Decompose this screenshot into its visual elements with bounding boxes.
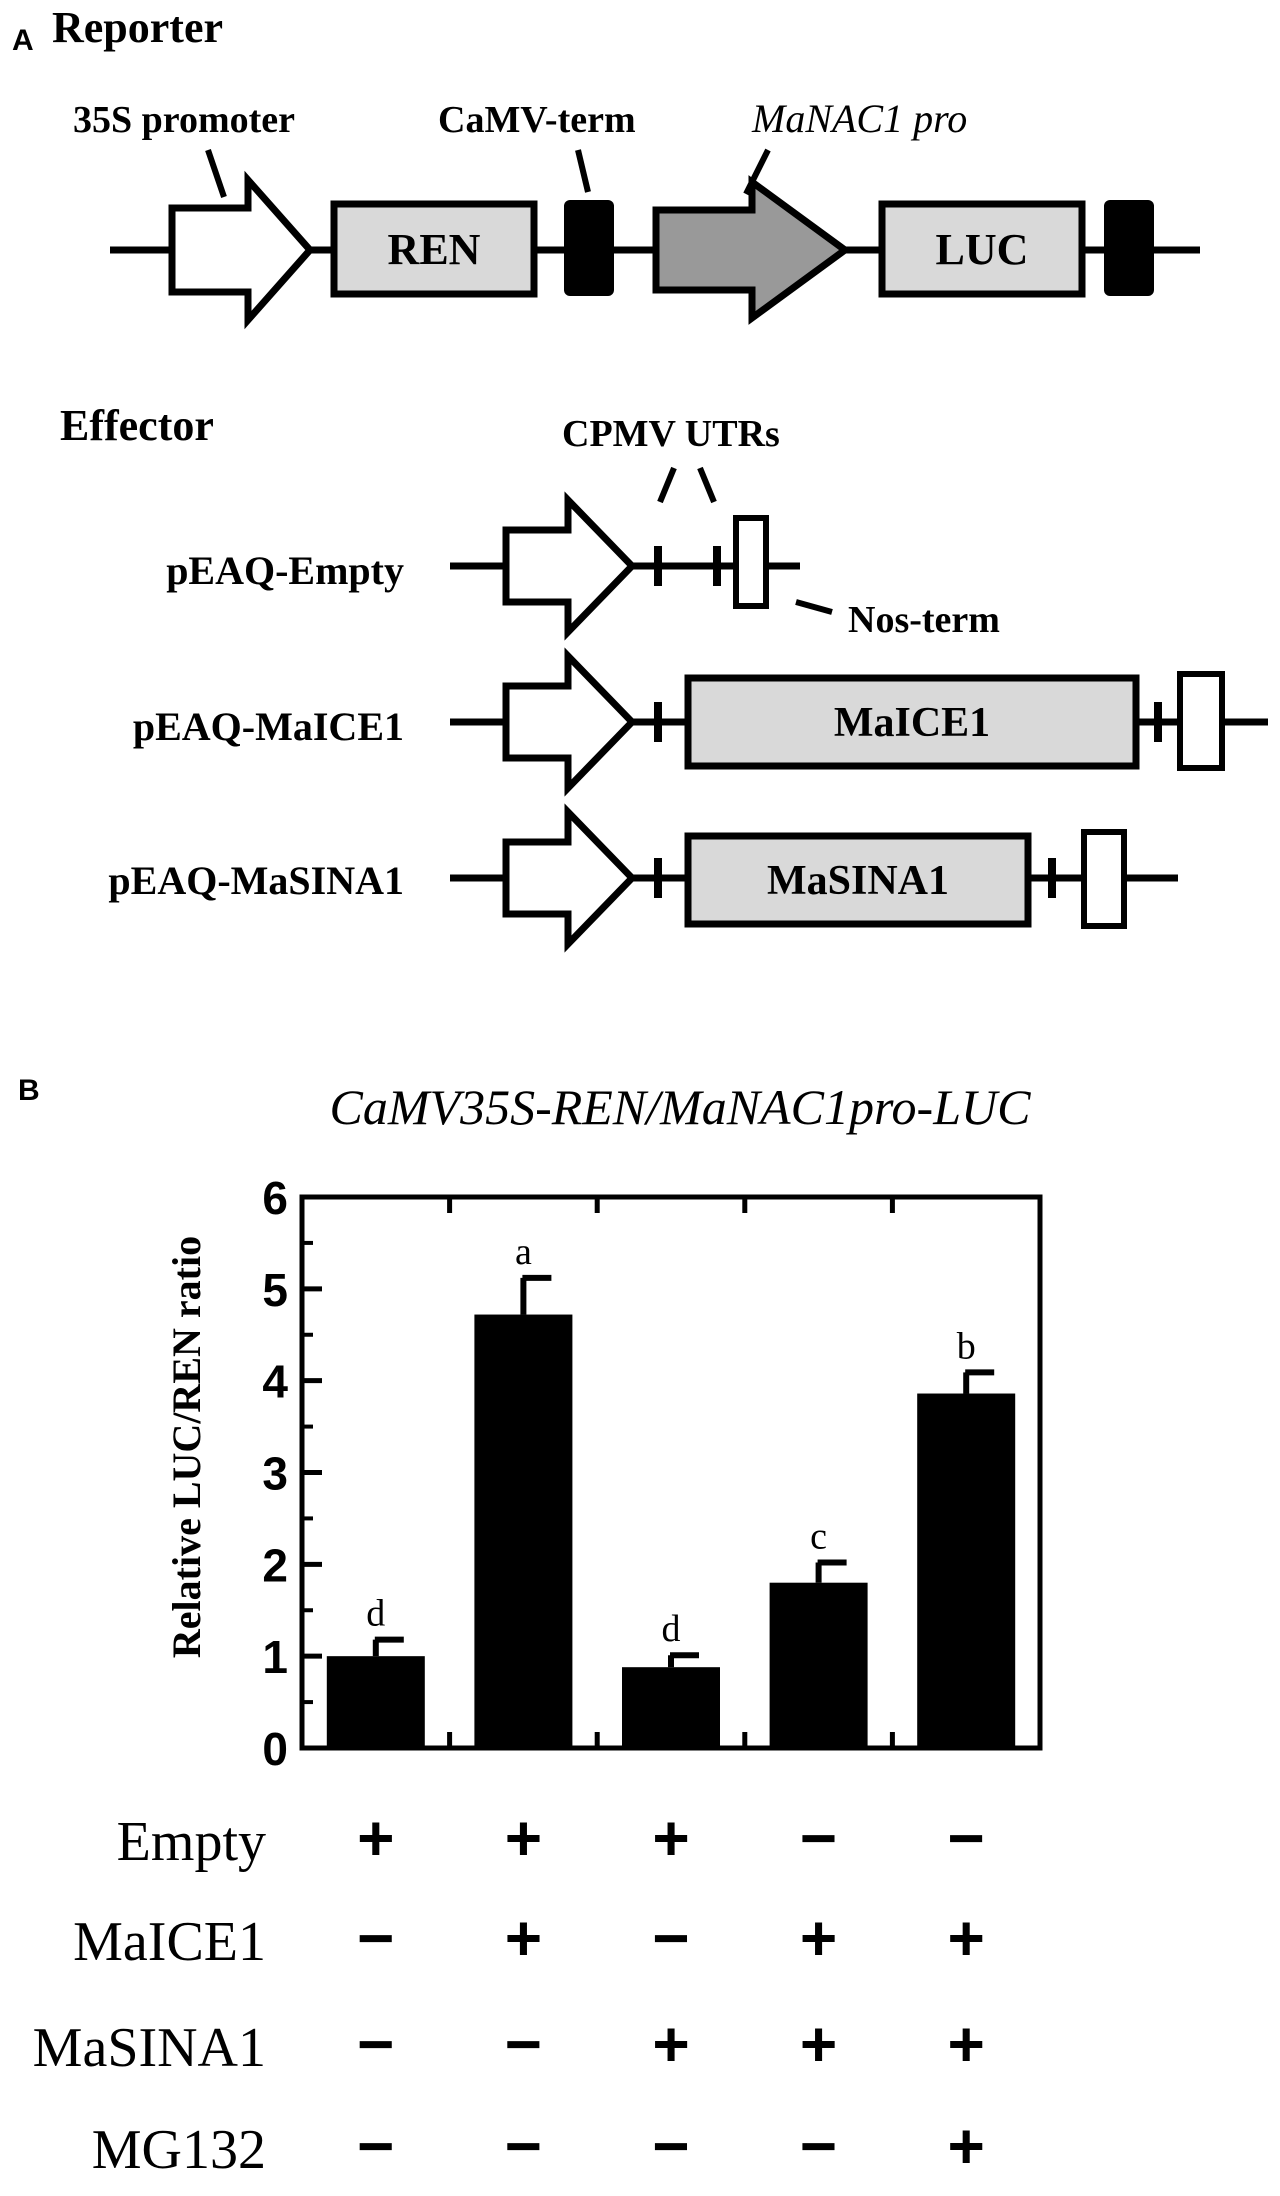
y-tick-label: 2 (262, 1539, 288, 1591)
treatment-table: Empty + + + − − MaICE1 − + − + + MaSINA1 − − + + + MG132 − −… (33, 1802, 985, 2182)
plus-sign: + (357, 1802, 394, 1874)
promoter-arrow (502, 647, 637, 797)
manac1-pro-arrow (652, 175, 851, 325)
y-tick-label: 4 (262, 1356, 288, 1408)
bar-4 (769, 1582, 868, 1748)
y-axis-label: Relative LUC/REN ratio (164, 1236, 209, 1658)
significance-letter: b (957, 1325, 976, 1367)
promoter-arrow (502, 803, 637, 953)
nos-term-box (1177, 671, 1225, 771)
treatment-label: Empty (117, 1811, 266, 1873)
promoter-35s-arrow (168, 170, 315, 330)
significance-letter: d (366, 1593, 385, 1635)
promoter-leader (205, 149, 227, 198)
treatment-label: MaSINA1 (33, 2017, 266, 2079)
masina1-gene-box (684, 832, 1032, 928)
panel-a-letter: A (12, 24, 34, 57)
plus-sign: + (800, 2008, 837, 2080)
promoter-arrow (502, 491, 637, 641)
minus-sign: − (357, 1902, 394, 1974)
luc-label: LUC (936, 225, 1029, 274)
manac1-pro-leader (743, 148, 771, 196)
luc-box (878, 200, 1086, 298)
y-tick-label: 6 (262, 1172, 288, 1224)
ren-box (330, 200, 538, 298)
panel-b-letter: B (18, 1074, 40, 1107)
construct-label-empty: pEAQ-Empty (166, 548, 404, 593)
minus-sign: − (948, 1802, 985, 1874)
reporter-title: Reporter (52, 3, 223, 52)
minus-sign: − (652, 2110, 689, 2182)
effector-masina1: pEAQ-MaSINA1 MaSINA1 (108, 803, 1178, 953)
bar-chart: d a d c b 0 1 2 3 4 5 6 (262, 1172, 1043, 1775)
minus-sign: − (800, 1802, 837, 1874)
nos-term-leader (795, 599, 833, 615)
construct-label-masina1: pEAQ-MaSINA1 (108, 858, 404, 903)
ren-label: REN (388, 225, 481, 274)
plus-sign: + (652, 1802, 689, 1874)
significance-letter: a (515, 1231, 532, 1273)
plus-sign: + (505, 1902, 542, 1974)
camv-term-label: CaMV-term (438, 99, 636, 141)
plus-sign: + (652, 2008, 689, 2080)
reporter-construct: REN LUC 35S promoter CaMV-term MaNAC1 pr… (73, 96, 1200, 330)
minus-sign: − (357, 2008, 394, 2080)
bar-1 (326, 1656, 425, 1748)
plus-sign: + (948, 2008, 985, 2080)
effector-empty: pEAQ-Empty Nos-term (166, 466, 1000, 641)
minus-sign: − (652, 1902, 689, 1974)
camv-term-block (564, 200, 614, 296)
effector-maice1: pEAQ-MaICE1 MaICE1 (133, 647, 1268, 797)
y-tick-label: 3 (262, 1448, 288, 1500)
maice1-gene-box (684, 674, 1140, 770)
bar-3 (622, 1667, 720, 1748)
y-tick-label: 0 (262, 1723, 288, 1775)
treatment-label: MaICE1 (73, 1911, 266, 1973)
terminator-block (1104, 200, 1154, 296)
treatment-label: MG132 (92, 2119, 266, 2181)
plus-sign: + (800, 1902, 837, 1974)
manac1-pro-label: MaNAC1 pro (751, 96, 967, 141)
bar-5 (917, 1393, 1016, 1748)
minus-sign: − (357, 2110, 394, 2182)
camv-term-leader (575, 149, 591, 193)
plus-sign: + (505, 1802, 542, 1874)
minus-sign: − (505, 2110, 542, 2182)
effector-title: Effector (60, 401, 214, 450)
cpmv-utrs-label: CPMV UTRs (562, 413, 780, 455)
plus-sign: + (948, 1902, 985, 1974)
utr-leader (697, 466, 717, 504)
minus-sign: − (505, 2008, 542, 2080)
nos-term-label: Nos-term (848, 599, 1000, 641)
chart-title: CaMV35S-REN/MaNAC1pro-LUC (330, 1079, 1032, 1135)
masina1-gene-label: MaSINA1 (767, 858, 949, 904)
plus-sign: + (948, 2110, 985, 2182)
y-tick-label: 5 (262, 1264, 288, 1316)
construct-label-maice1: pEAQ-MaICE1 (133, 704, 404, 749)
nos-term-box (1081, 829, 1127, 929)
maice1-gene-label: MaICE1 (834, 700, 990, 746)
bar-2 (474, 1314, 573, 1748)
utr-leader (657, 466, 677, 504)
significance-letter: d (662, 1608, 681, 1650)
y-tick-label: 1 (262, 1631, 288, 1683)
minus-sign: − (800, 2110, 837, 2182)
nos-term-box (733, 515, 769, 609)
promoter-label: 35S promoter (73, 99, 295, 141)
significance-letter: c (810, 1515, 827, 1557)
